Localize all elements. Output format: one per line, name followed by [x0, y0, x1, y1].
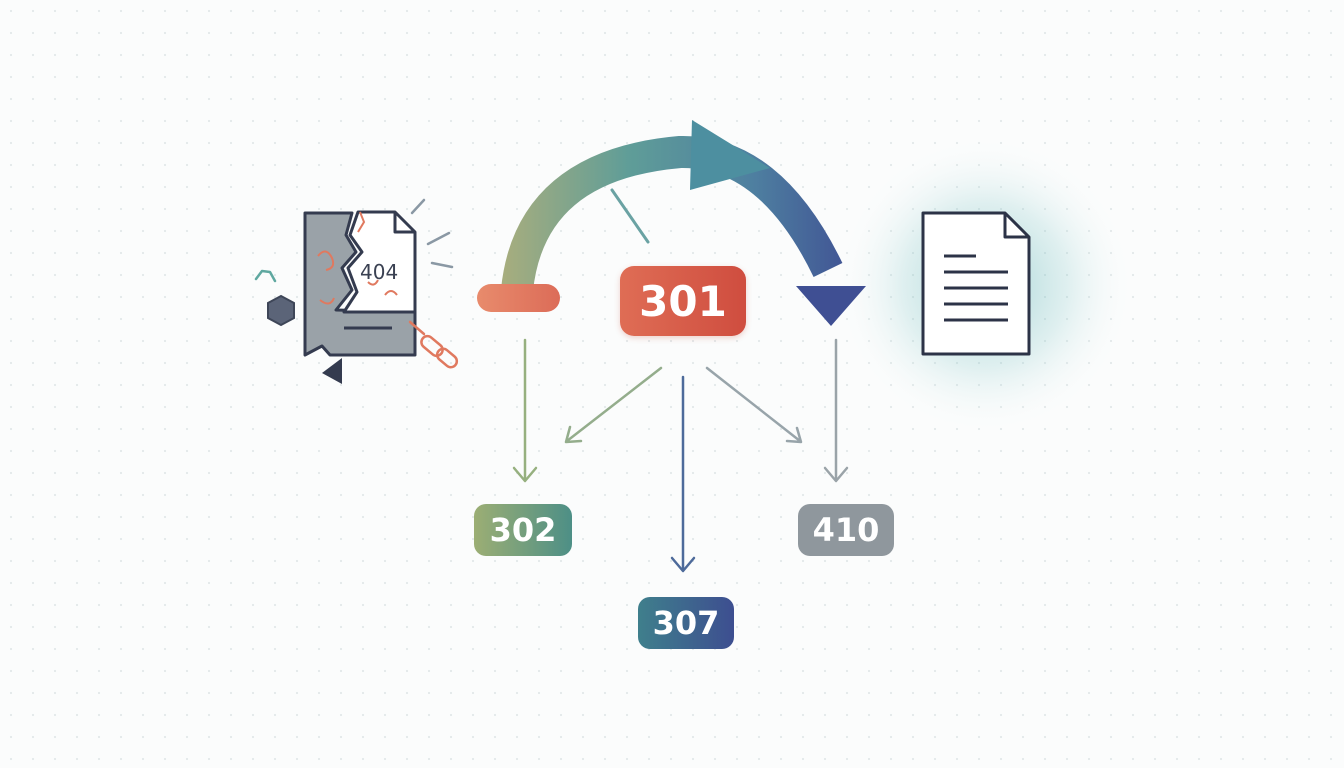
branch-arrows	[512, 338, 849, 573]
broken-link-icon	[408, 320, 459, 369]
redirect-source-bar	[477, 284, 560, 312]
arrow-diag-right	[705, 366, 803, 444]
arrow-to-410	[823, 338, 849, 483]
arrow-diag-left	[564, 366, 663, 444]
broken-page-label: 404	[360, 260, 399, 284]
broken-page-icon	[303, 210, 417, 384]
hexagon-icon	[267, 294, 295, 327]
status-badge-301: 301	[620, 266, 746, 336]
tick-line	[610, 188, 650, 244]
target-page-icon	[921, 211, 1031, 356]
status-badge-410: 410	[798, 504, 894, 556]
arrow-to-302	[512, 338, 538, 483]
debris-lines	[410, 198, 454, 269]
small-zigzag	[254, 269, 277, 283]
status-badge-302: 302	[474, 504, 572, 556]
redirect-arrow-icon	[501, 120, 866, 326]
arrow-to-307	[670, 375, 696, 573]
status-badge-307: 307	[638, 597, 734, 649]
